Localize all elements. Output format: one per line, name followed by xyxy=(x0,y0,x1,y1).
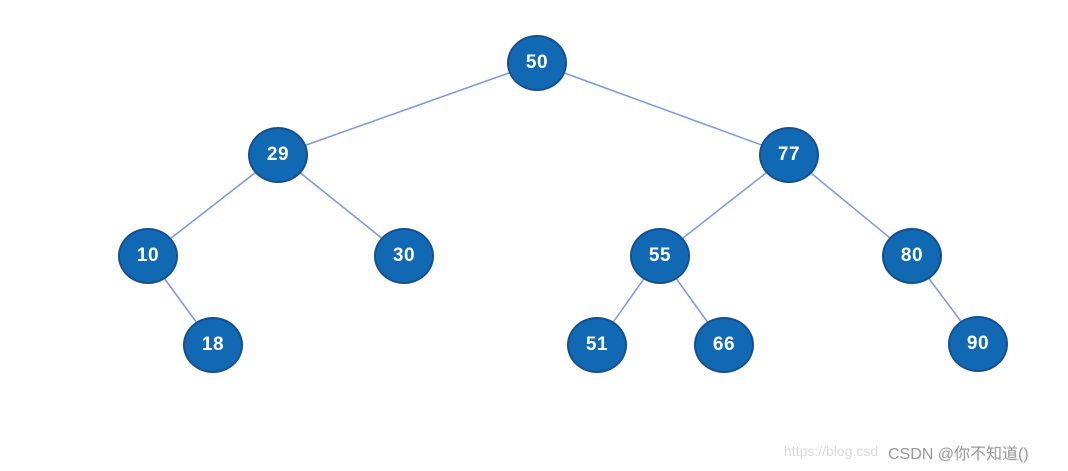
tree-node-77: 77 xyxy=(759,127,819,183)
tree-node-90: 90 xyxy=(948,316,1008,372)
watermark-author-text: CSDN @你不知道() xyxy=(888,446,1029,463)
tree-node-55: 55 xyxy=(630,228,690,284)
tree-node-18: 18 xyxy=(183,317,243,373)
tree-edge-50-77 xyxy=(536,62,790,156)
tree-node-51: 51 xyxy=(567,317,627,373)
tree-node-10: 10 xyxy=(118,228,178,284)
watermark-url-text: https://blog.csd xyxy=(784,443,879,459)
tree-node-30: 30 xyxy=(374,228,434,284)
tree-node-29: 29 xyxy=(248,127,308,183)
tree-node-50: 50 xyxy=(507,35,567,91)
tree-edge-50-29 xyxy=(277,62,538,156)
tree-node-66: 66 xyxy=(694,317,754,373)
tree-node-80: 80 xyxy=(882,228,942,284)
